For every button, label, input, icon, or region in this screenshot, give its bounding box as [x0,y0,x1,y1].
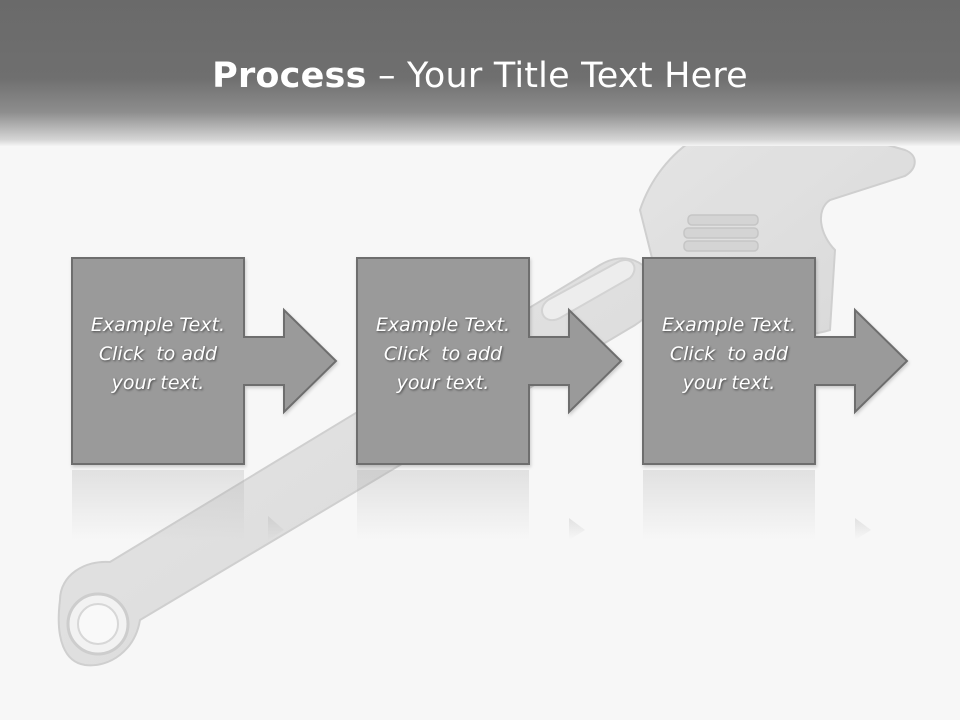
title-banner: Process – Your Title Text Here [0,0,960,146]
step-1-text[interactable]: Example Text. Click to add your text. [72,311,244,398]
step-2-line-1: Example Text. [375,314,511,336]
step-2-line-2: Click to add [383,343,503,365]
step-1-shape[interactable] [71,257,338,465]
step-2-shape[interactable] [356,257,623,465]
step-1-line-2: Click to add [98,343,218,365]
step-3-text[interactable]: Example Text. Click to add your text. [643,311,815,398]
title-rest: – Your Title Text Here [366,56,748,96]
step-2-reflection [357,470,585,540]
step-1-line-3: your text. [111,372,205,394]
step-3-reflection [643,470,871,540]
step-2-line-3: your text. [396,372,490,394]
title-bold: Process [212,56,367,96]
step-3-line-1: Example Text. [661,314,797,336]
step-3-line-3: your text. [682,372,776,394]
slide-title[interactable]: Process – Your Title Text Here [0,54,960,98]
step-3-shape[interactable] [642,257,909,465]
step-1-reflection [72,470,284,540]
step-1-line-1: Example Text. [90,314,226,336]
step-3-line-2: Click to add [669,343,789,365]
step-2-text[interactable]: Example Text. Click to add your text. [357,311,529,398]
